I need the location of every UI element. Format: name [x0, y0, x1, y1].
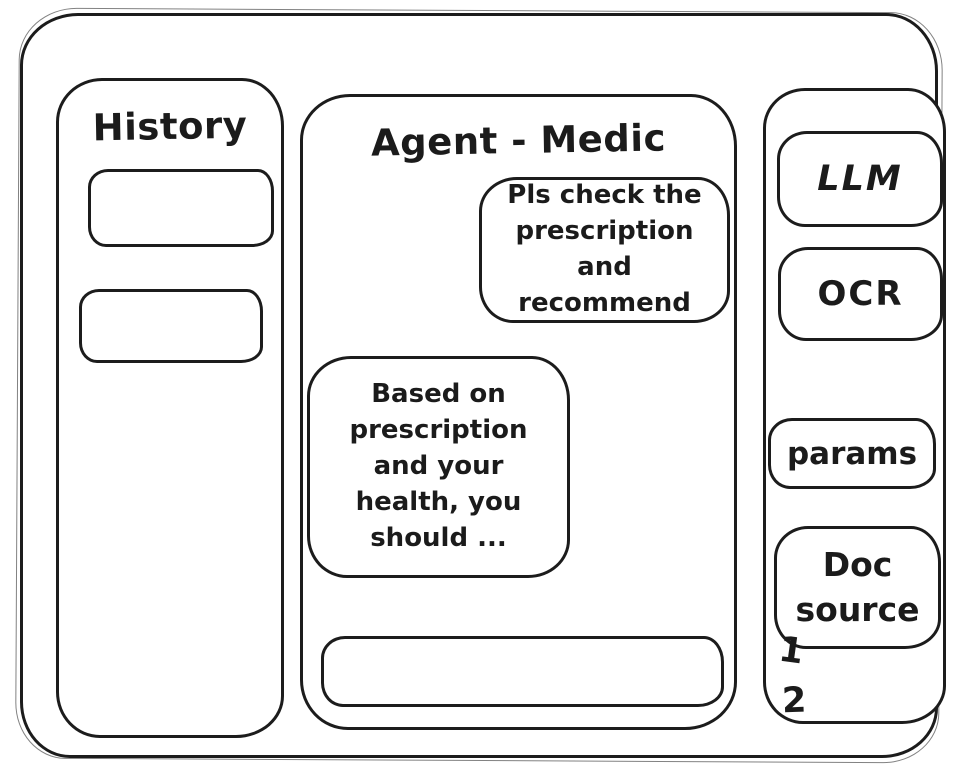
tools-panel: LLM OCR params Doc source 1 2 — [763, 88, 946, 724]
user-message-bubble: Pls check the prescription and recommend — [479, 177, 730, 323]
doc-source-item-2[interactable]: 2 — [781, 680, 808, 722]
assistant-message-bubble: Based on prescription and your health, y… — [307, 356, 570, 578]
history-item[interactable] — [79, 289, 263, 363]
assistant-message-text: Based on prescription and your health, y… — [349, 379, 528, 553]
ocr-button[interactable]: OCR — [778, 247, 943, 341]
message-input[interactable] — [321, 636, 724, 707]
params-button[interactable]: params — [768, 418, 936, 489]
user-message-text: Pls check the prescription and recommend — [507, 180, 702, 318]
llm-button[interactable]: LLM — [777, 131, 943, 227]
doc-source-button[interactable]: Doc source — [774, 526, 941, 649]
app-frame: History Agent - Medic Pls check the pres… — [20, 13, 946, 758]
history-panel: History — [56, 78, 284, 738]
history-title: History — [92, 103, 248, 150]
chat-title: Agent - Medic — [370, 116, 667, 165]
chat-panel: Agent - Medic Pls check the prescription… — [300, 94, 737, 730]
history-item[interactable] — [88, 169, 274, 247]
doc-source-item-1[interactable]: 1 — [776, 629, 807, 673]
